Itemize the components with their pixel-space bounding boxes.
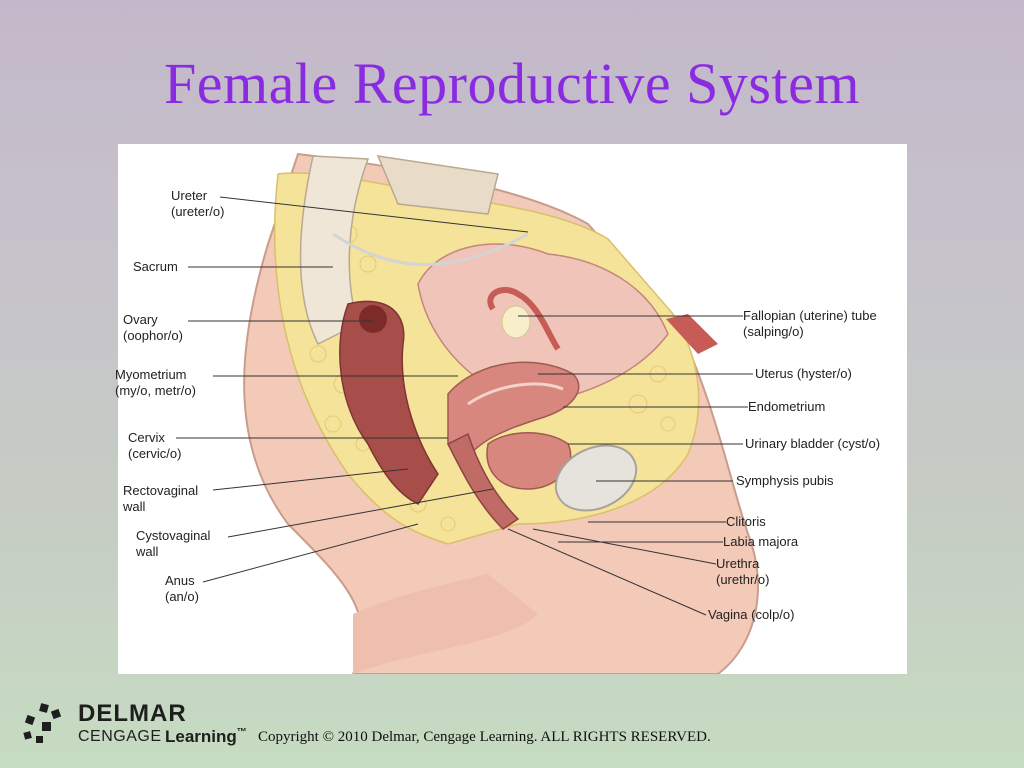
label-sacrum: Sacrum	[133, 259, 178, 275]
spine-upper	[376, 155, 499, 215]
label-anus-name: Anus	[165, 573, 195, 588]
abdominal-wall	[666, 314, 718, 354]
label-uterus-name: Uterus (hyster/o)	[755, 366, 852, 381]
anatomy-figure: Ureter (ureter/o) Sacrum Ovary (oophor/o…	[115, 144, 907, 674]
label-uterus: Uterus (hyster/o)	[755, 366, 852, 382]
label-fallopian: Fallopian (uterine) tube (salping/o)	[743, 308, 877, 340]
label-myometrium-root: (my/o, metr/o)	[115, 383, 196, 398]
label-ovary-root: (oophor/o)	[123, 328, 183, 343]
copyright-notice: Copyright © 2010 Delmar, Cengage Learnin…	[258, 729, 711, 745]
label-ovary: Ovary (oophor/o)	[123, 312, 183, 344]
label-endometrium: Endometrium	[748, 399, 825, 415]
buttock-skin	[353, 574, 538, 674]
label-anus-root: (an/o)	[165, 589, 199, 604]
label-labia: Labia majora	[723, 534, 798, 550]
label-bladder-name: Urinary bladder (cyst/o)	[745, 436, 881, 451]
anatomy-illustration	[176, 152, 759, 674]
label-rectovaginal-name: Rectovaginal	[123, 483, 199, 498]
label-symphysis-name: Symphysis pubis	[736, 473, 834, 488]
leader-lines	[176, 196, 753, 616]
uterus	[447, 361, 580, 466]
vagina	[446, 432, 520, 530]
label-ureter-name: Ureter	[171, 188, 208, 203]
label-clitoris-name: Clitoris	[726, 514, 766, 529]
ovary-shape	[359, 305, 387, 333]
label-labia-name: Labia majora	[723, 534, 799, 549]
label-ureter: Ureter (ureter/o)	[171, 188, 224, 220]
label-cervix: Cervix (cervic/o)	[128, 430, 181, 462]
label-urethra-name: Urethra	[716, 556, 760, 571]
label-anus: Anus (an/o)	[165, 573, 199, 605]
label-endometrium-name: Endometrium	[748, 399, 826, 414]
brand-name: DELMAR	[78, 700, 187, 727]
label-cystovaginal-name: Cystovaginal	[136, 528, 211, 543]
label-ureter-root: (ureter/o)	[171, 204, 225, 219]
label-fallopian-name: Fallopian (uterine) tube	[743, 308, 877, 323]
label-clitoris: Clitoris	[726, 514, 766, 530]
brand-sub-learning: Learning™	[165, 727, 247, 747]
label-rectovaginal: Rectovaginal wall	[123, 483, 198, 515]
label-vagina: Vagina (colp/o)	[708, 607, 794, 623]
label-bladder: Urinary bladder (cyst/o)	[745, 436, 880, 452]
label-urethra: Urethra (urethr/o)	[716, 556, 769, 588]
ureter-tube	[332, 232, 529, 266]
label-myometrium: Myometrium (my/o, metr/o)	[115, 367, 196, 399]
label-cervix-name: Cervix	[128, 430, 165, 445]
rectum	[339, 300, 439, 505]
delmar-cengage-logo: DELMAR CENGAGE Learning™	[22, 700, 262, 750]
brand-learning-text: Learning	[165, 727, 237, 746]
label-myometrium-name: Myometrium	[115, 367, 187, 382]
logo-mark-icon	[23, 703, 62, 743]
label-cervix-root: (cervic/o)	[128, 446, 182, 461]
label-ovary-name: Ovary	[123, 312, 158, 327]
label-cystovaginal: Cystovaginal wall	[136, 528, 210, 560]
slide-title: Female Reproductive System	[164, 51, 860, 116]
label-symphysis: Symphysis pubis	[736, 473, 834, 489]
fallopian-tube	[487, 287, 561, 351]
label-cystovaginal-wall: wall	[136, 544, 159, 559]
symphysis-pubis-shape	[554, 444, 638, 512]
brand-sub-cengage: CENGAGE	[78, 728, 162, 745]
label-rectovaginal-wall: wall	[123, 499, 146, 514]
label-fallopian-root: (salping/o)	[743, 324, 804, 339]
label-vagina-name: Vagina (colp/o)	[708, 607, 795, 622]
label-urethra-root: (urethr/o)	[716, 572, 770, 587]
fimbriae	[501, 305, 531, 339]
endometrium-line	[467, 382, 564, 406]
label-sacrum-name: Sacrum	[133, 259, 178, 274]
trademark-symbol: ™	[236, 727, 247, 738]
